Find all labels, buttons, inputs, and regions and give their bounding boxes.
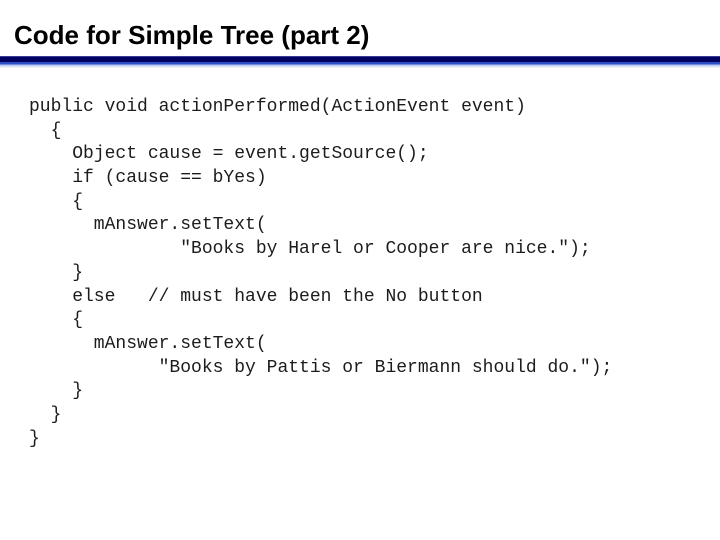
code-line: "Books by Pattis or Biermann should do."… bbox=[29, 357, 613, 378]
code-line: { bbox=[29, 191, 84, 212]
code-line: mAnswer.setText( bbox=[29, 215, 267, 236]
code-block: public void actionPerformed(ActionEvent … bbox=[29, 96, 612, 451]
code-line: } bbox=[29, 428, 40, 449]
code-line: else // must have been the No button bbox=[29, 286, 483, 307]
code-line: } bbox=[29, 262, 84, 283]
code-line: if (cause == bYes) bbox=[29, 168, 267, 189]
title-underline-rule bbox=[0, 56, 720, 68]
slide-title: Code for Simple Tree (part 2) bbox=[14, 20, 370, 50]
code-line: { bbox=[29, 310, 84, 331]
code-line: } bbox=[29, 381, 84, 402]
code-line: mAnswer.setText( bbox=[29, 333, 267, 354]
code-line: { bbox=[29, 120, 62, 141]
code-line: "Books by Harel or Cooper are nice."); bbox=[29, 239, 591, 260]
code-line: } bbox=[29, 404, 62, 425]
code-line: Object cause = event.getSource(); bbox=[29, 144, 429, 165]
code-line: public void actionPerformed(ActionEvent … bbox=[29, 97, 526, 117]
